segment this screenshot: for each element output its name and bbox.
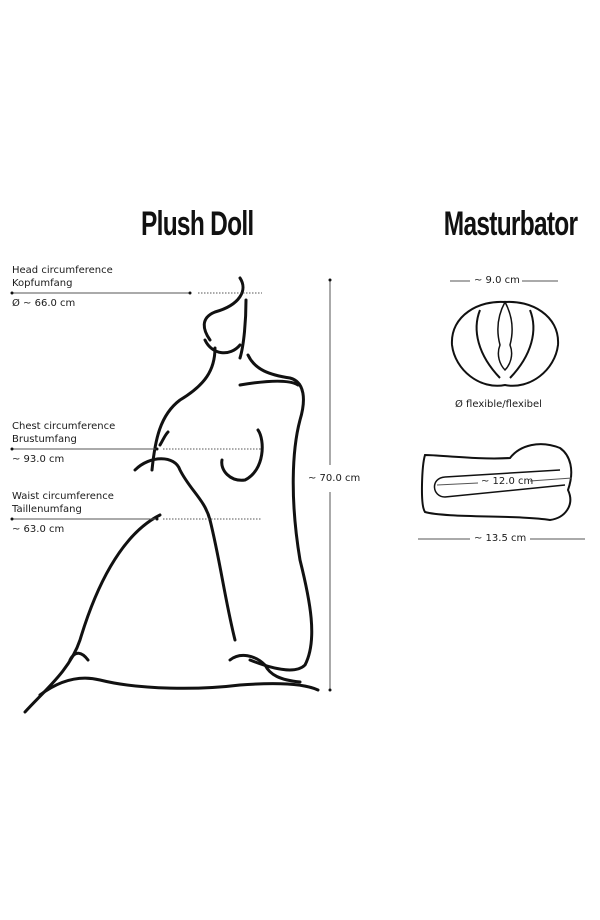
head-label-de: Kopfumfang [12, 278, 73, 289]
width-value: ~ 9.0 cm [474, 275, 520, 286]
chest-label-en: Chest circumference [12, 421, 116, 432]
waist-label-en: Waist circumference [12, 491, 114, 502]
masturbator-title: Masturbator [443, 205, 578, 243]
waist-value: ~ 63.0 cm [12, 524, 65, 535]
masturbator-front-view [450, 300, 560, 387]
chest-label-de: Brustumfang [12, 434, 77, 445]
height-value: ~ 70.0 cm [308, 473, 361, 484]
inner-length-value: ~ 12.0 cm [481, 476, 534, 487]
opening-value: Ø flexible/flexibel [455, 399, 542, 410]
head-value: Ø ~ 66.0 cm [12, 298, 76, 309]
masturbator-side-view [421, 443, 573, 522]
seated-figure-outline [23, 276, 320, 714]
chest-value: ~ 93.0 cm [12, 454, 65, 465]
head-label-en: Head circumference [12, 265, 113, 276]
doll-guides [12, 280, 331, 690]
plush-doll-title: Plush Doll [141, 205, 254, 243]
masturbator-guides [418, 280, 585, 540]
length-value: ~ 13.5 cm [474, 533, 527, 544]
waist-label-de: Taillenumfang [12, 504, 82, 515]
